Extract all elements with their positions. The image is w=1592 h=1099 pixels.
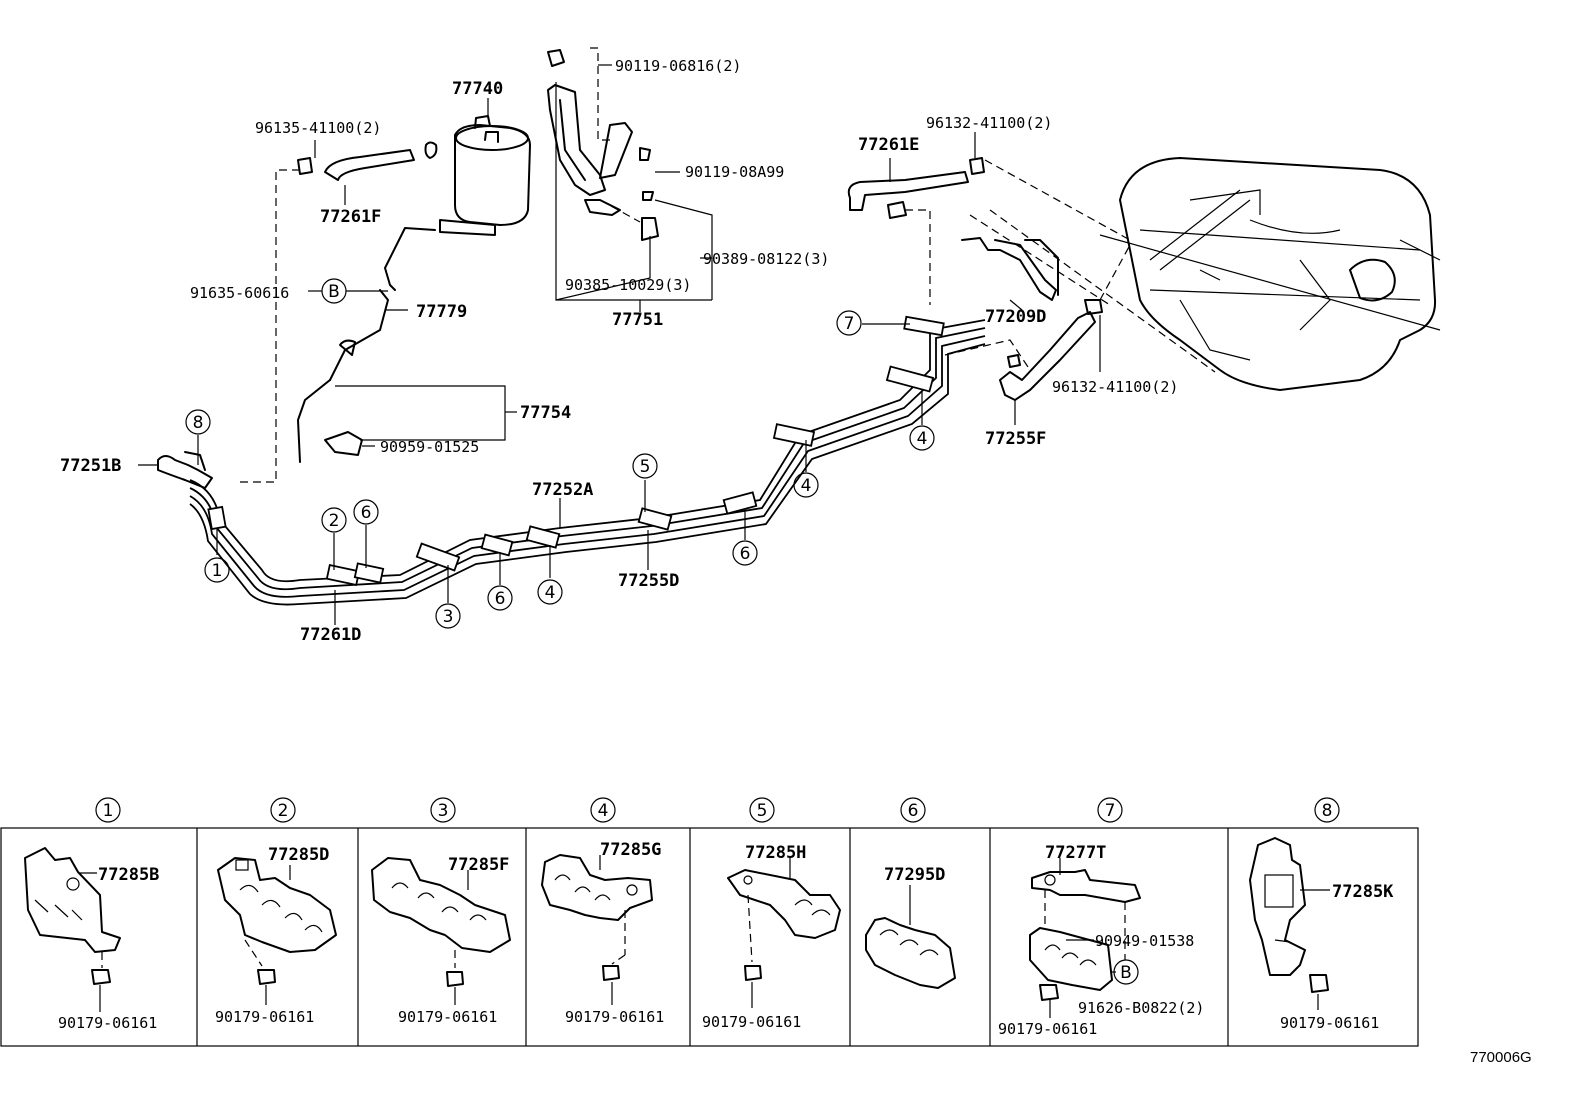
- label-77252A: 77252A: [532, 480, 593, 500]
- panel-4-fastener: 90179-06161: [565, 1008, 664, 1026]
- marker-4b: 4: [801, 476, 812, 496]
- hose-77754: [297, 379, 363, 463]
- marker-6b: 6: [495, 589, 506, 609]
- main-labels: 77740 96135-41100(2) 77261F 91635-60616 …: [60, 57, 1178, 645]
- fuel-tank: [1099, 157, 1441, 391]
- hose-77255F: [999, 299, 1103, 401]
- marker-b: B: [328, 282, 340, 302]
- clamp-77285D: [217, 857, 337, 1005]
- marker-3: 3: [443, 607, 454, 627]
- label-96132-41100-bottom: 96132-41100(2): [1052, 378, 1178, 396]
- marker-1: 1: [212, 561, 223, 581]
- label-90385-10029: 90385-10029(3): [565, 276, 691, 294]
- panel-5-marker: 5: [757, 801, 768, 821]
- hose-77209D: [961, 237, 1059, 301]
- label-96132-41100-top: 96132-41100(2): [926, 114, 1052, 132]
- panel-1-marker: 1: [103, 801, 114, 821]
- panel-6-part: 77295D: [884, 865, 945, 885]
- label-91635-60616: 91635-60616: [190, 284, 289, 302]
- marker-2: 2: [329, 511, 340, 531]
- clamp-77285F: [371, 857, 511, 1005]
- connector-77251B: [157, 451, 213, 489]
- panel-7-extra-2: 91626-B0822(2): [1078, 999, 1204, 1017]
- label-77261E: 77261E: [858, 135, 919, 155]
- clamp-77285G: [541, 854, 653, 1005]
- panel-3-fastener: 90179-06161: [398, 1008, 497, 1026]
- panel-7-fastener: 90179-06161: [998, 1020, 1097, 1038]
- label-77751: 77751: [612, 310, 663, 330]
- panel-6-marker: 6: [908, 801, 919, 821]
- label-90119-08A99: 90119-08A99: [685, 163, 784, 181]
- panel-8-marker: 8: [1322, 801, 1333, 821]
- charcoal-canister: [424, 115, 531, 236]
- clamp-77285H: [727, 858, 841, 1008]
- panel-5-fastener: 90179-06161: [702, 1013, 801, 1031]
- main-circle-markers: 8 1 2 6 3 6 4 5 6 4 4 7 B: [185, 278, 935, 629]
- label-90119-06816: 90119-06816(2): [615, 57, 741, 75]
- panel-2-marker: 2: [278, 801, 289, 821]
- label-77779: 77779: [416, 302, 467, 322]
- panel-3-marker: 3: [438, 801, 449, 821]
- label-90959-01525: 90959-01525: [380, 438, 479, 456]
- clamp-77285B: [24, 847, 121, 1012]
- clamp-77295D: [865, 885, 956, 989]
- panel-7-marker: 7: [1105, 801, 1116, 821]
- marker-6c: 6: [740, 544, 751, 564]
- label-77209D: 77209D: [985, 307, 1046, 327]
- panel-7-part: 77277T: [1045, 843, 1106, 863]
- dashed-lines: [236, 47, 1216, 483]
- label-77261F: 77261F: [320, 207, 381, 227]
- bracket-77751: [547, 49, 659, 241]
- label-96135-41100: 96135-41100(2): [255, 119, 381, 137]
- panel-headers: 1 2 3 4 5 6 7 8: [95, 797, 1340, 823]
- label-90389-08122: 90389-08122(3): [703, 250, 829, 268]
- marker-4a: 4: [545, 583, 556, 603]
- label-77261D: 77261D: [300, 625, 361, 645]
- marker-8: 8: [193, 413, 204, 433]
- marker-4c: 4: [917, 429, 928, 449]
- label-77740: 77740: [452, 79, 503, 99]
- bundle-clamps: [207, 315, 945, 587]
- panel-4-part: 77285G: [600, 840, 661, 860]
- panel-5-part: 77285H: [745, 843, 806, 863]
- panel-1-part: 77285B: [98, 865, 159, 885]
- pipe-77779: [329, 227, 436, 381]
- panel-2-part: 77285D: [268, 845, 329, 865]
- marker-6a: 6: [361, 503, 372, 523]
- panel-8-fastener: 90179-06161: [1280, 1014, 1379, 1032]
- panel-2-fastener: 90179-06161: [215, 1008, 314, 1026]
- panel-4-marker: 4: [598, 801, 609, 821]
- panel-7-ref-b: B: [1120, 963, 1132, 983]
- marker-7: 7: [844, 314, 855, 334]
- panel-3-part: 77285F: [448, 855, 509, 875]
- panel-7-extra-1: 90949-01538: [1095, 932, 1194, 950]
- hose-77261F: [297, 149, 415, 181]
- diagram-code: 770006G: [1470, 1049, 1532, 1066]
- label-77754: 77754: [520, 403, 571, 423]
- label-77255F: 77255F: [985, 429, 1046, 449]
- clamp-77285K: [1249, 837, 1330, 1010]
- leader-lines: [138, 64, 1101, 625]
- hose-77261E: [847, 157, 985, 219]
- label-77251B: 77251B: [60, 456, 121, 476]
- fuel-pipe-bundle: [189, 319, 986, 606]
- bracket-77277T: [1029, 858, 1141, 1018]
- label-77255D: 77255D: [618, 571, 679, 591]
- panel-1-fastener: 90179-06161: [58, 1014, 157, 1032]
- marker-5: 5: [640, 457, 651, 477]
- panel-8-part: 77285K: [1332, 882, 1394, 902]
- detail-panel-frame: [0, 827, 1419, 1047]
